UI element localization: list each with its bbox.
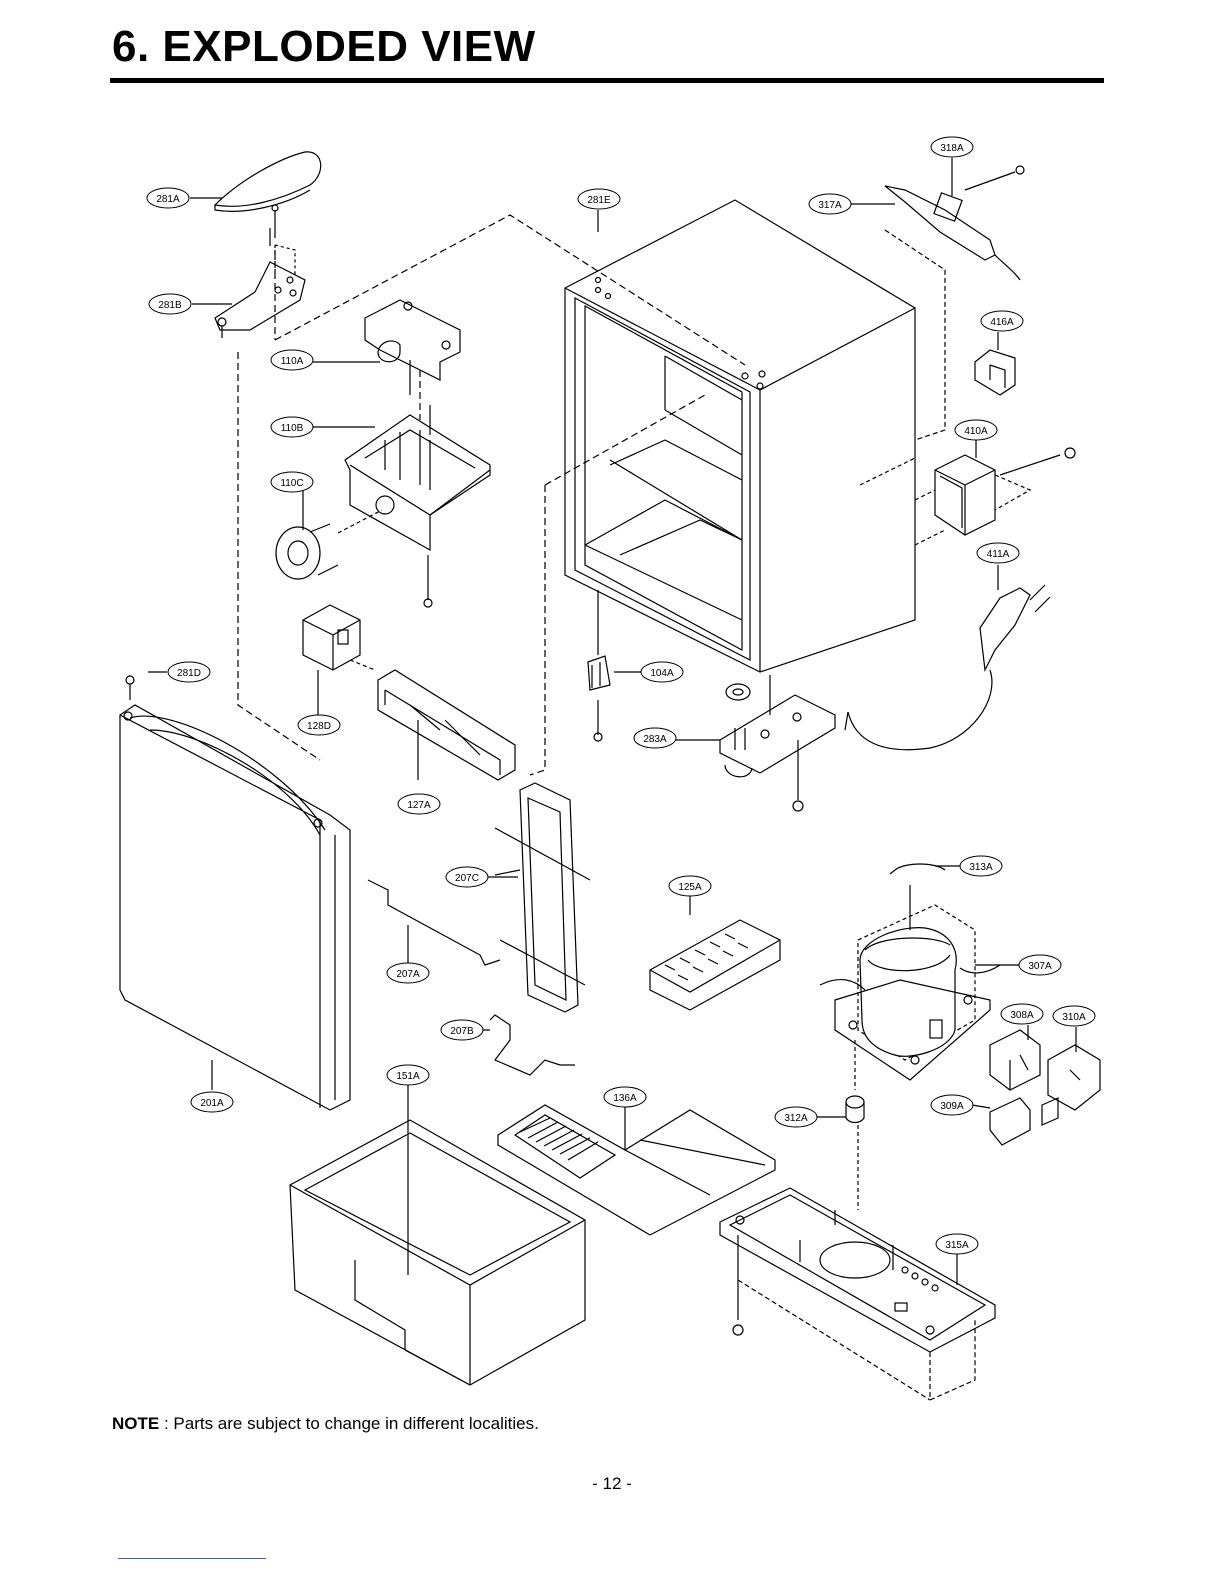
label-313A: 313A [960,856,1002,876]
label-127A: 127A [398,794,440,814]
svg-text:125A: 125A [678,882,702,893]
label-110C: 110C [271,472,313,492]
svg-text:136A: 136A [613,1093,637,1104]
compressor-307A [820,864,1000,1090]
svg-text:207A: 207A [396,969,420,980]
relay-308A [990,1030,1040,1090]
svg-text:104A: 104A [650,668,674,679]
cover-309A [990,1098,1030,1145]
door-201A [120,676,350,1110]
label-110A: 110A [271,350,313,370]
bracket-416A [975,350,1015,395]
top-hinge-281B [215,205,305,338]
label-410A: 410A [955,420,997,440]
label-207B: 207B [441,1020,483,1040]
svg-text:110B: 110B [281,423,304,434]
svg-text:151A: 151A [396,1071,420,1082]
svg-text:315A: 315A [945,1240,969,1251]
grommet-312A [846,1096,864,1210]
svg-text:312A: 312A [784,1113,808,1124]
svg-text:318A: 318A [940,143,964,154]
svg-text:207C: 207C [455,873,479,884]
svg-text:201A: 201A [200,1098,224,1109]
label-317A: 317A [809,194,851,214]
svg-text:411A: 411A [987,549,1010,560]
label-308A: 308A [1001,1004,1043,1024]
label-207C: 207C [446,867,488,887]
label-312A: 312A [775,1107,817,1127]
bottom-hinge-283A [720,675,835,811]
label-201A: 201A [191,1092,233,1112]
note-text: NOTE : Parts are subject to change in di… [112,1414,539,1434]
svg-text:283A: 283A [643,734,667,745]
note-label: NOTE [112,1414,159,1433]
label-310A: 310A [1053,1006,1095,1026]
wire-shelf-207A [368,880,500,965]
base-plate-315A [720,1188,995,1400]
svg-text:281A: 281A [156,194,180,205]
label-104A: 104A [641,662,683,682]
label-281B: 281B [149,294,191,314]
svg-text:310A: 310A [1062,1012,1086,1023]
label-416A: 416A [981,311,1023,331]
label-309A: 309A [931,1095,973,1115]
svg-text:281B: 281B [158,300,182,311]
label-281D: 281D [168,662,210,682]
svg-text:128D: 128D [307,721,331,732]
lamp-cover-127A [378,670,515,780]
cabinet [565,200,915,672]
svg-text:308A: 308A [1010,1010,1034,1021]
label-281E: 281E [578,189,620,209]
svg-text:410A: 410A [964,426,988,437]
overload-310A [1042,1045,1100,1125]
terminal-box-410A [915,448,1075,545]
label-125A: 125A [669,876,711,896]
label-128D: 128D [298,715,340,735]
page-number: - 12 - [0,1474,1224,1494]
shelf-frame-207C [495,783,590,1012]
svg-text:207B: 207B [450,1026,474,1037]
thermostat-110A [365,300,460,395]
label-151A: 151A [387,1065,429,1085]
svg-text:416A: 416A [990,317,1014,328]
thermostat-housing-110B [345,405,490,607]
svg-text:307A: 307A [1028,961,1052,972]
lamp-socket-128D [303,605,375,715]
svg-text:110A: 110A [281,356,304,367]
label-283A: 283A [634,728,676,748]
top-hinge-cover-281A [215,152,321,211]
shelf-support-207B [490,1015,575,1075]
svg-text:313A: 313A [969,862,993,873]
svg-text:317A: 317A [818,200,842,211]
thermostat-knob-110C [276,510,382,579]
leg-104A [588,590,610,741]
label-307A: 307A [1019,955,1061,975]
label-281A: 281A [147,188,189,208]
label-318A: 318A [931,137,973,157]
svg-text:110C: 110C [280,478,303,489]
svg-text:127A: 127A [407,800,431,811]
svg-text:281D: 281D [177,668,201,679]
svg-text:281E: 281E [587,195,611,206]
label-207A: 207A [387,963,429,983]
ice-tray-125A [650,895,780,1010]
note-body: : Parts are subject to change in differe… [159,1414,539,1433]
label-411A: 411A [977,543,1019,563]
footer-link-line [118,1558,266,1559]
label-315A: 315A [936,1234,978,1254]
svg-text:309A: 309A [940,1101,964,1112]
label-110B: 110B [271,417,313,437]
label-136A: 136A [604,1087,646,1107]
